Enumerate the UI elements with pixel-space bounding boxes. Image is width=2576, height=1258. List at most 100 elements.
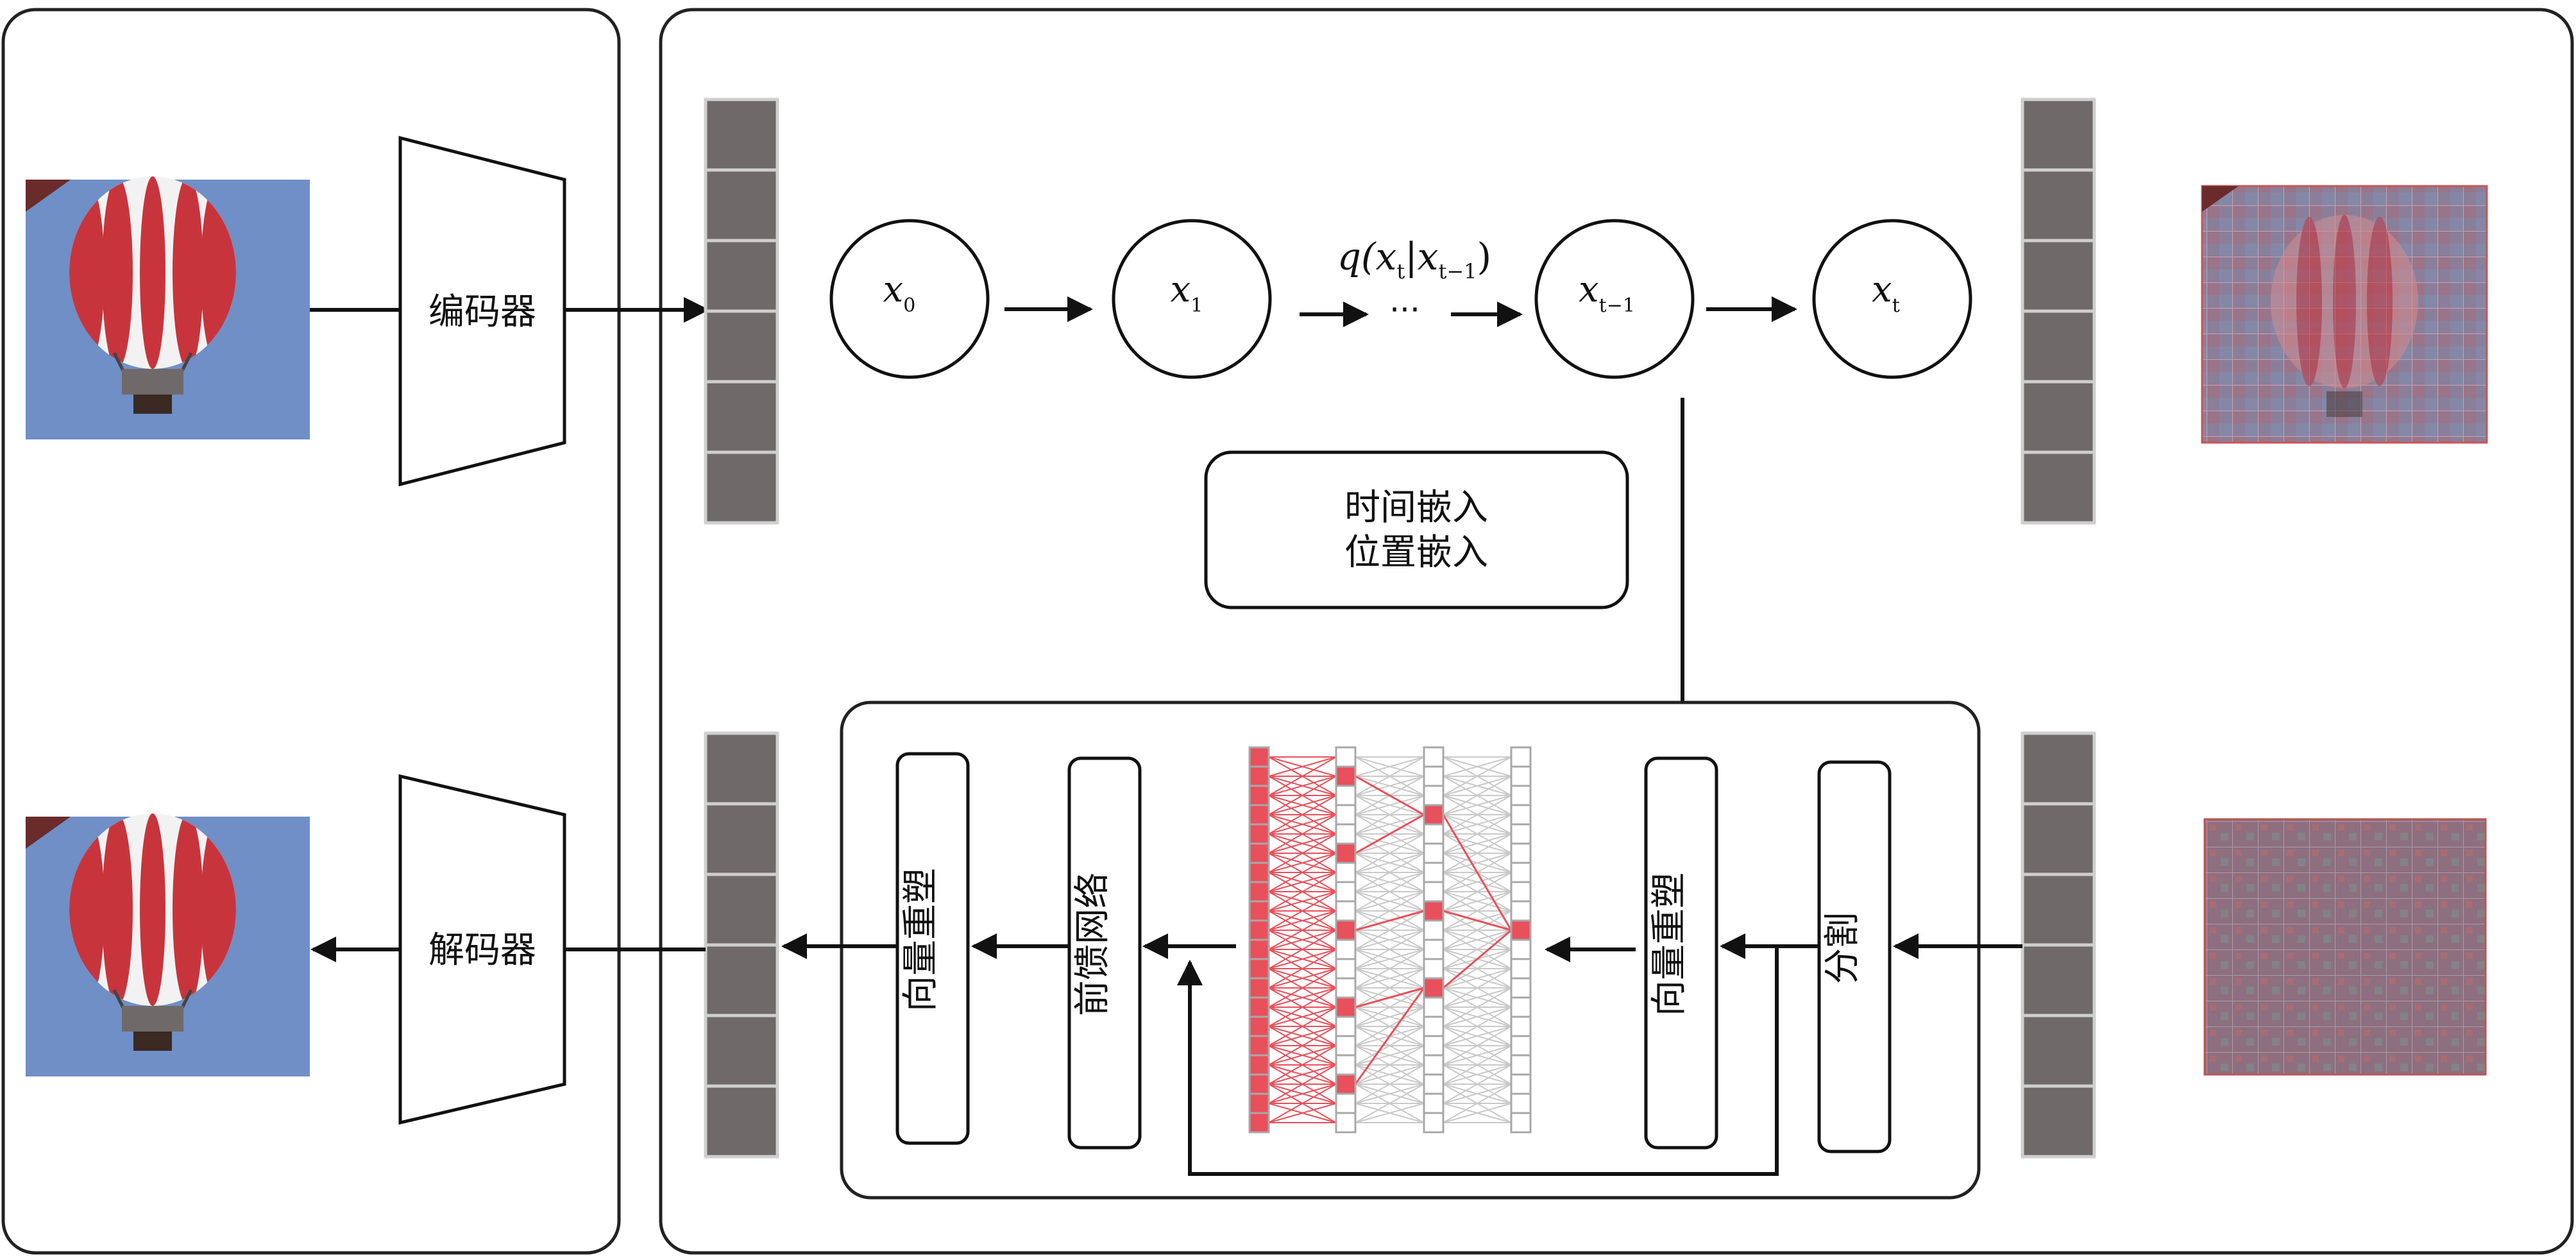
attention-cell bbox=[1423, 919, 1445, 941]
attention-cell bbox=[1335, 939, 1357, 960]
svg-text:向量重塑: 向量重塑 bbox=[1648, 872, 1690, 1016]
attention-cell bbox=[1423, 862, 1445, 883]
attention-cell bbox=[1423, 1092, 1445, 1114]
latent-tokens-top-right bbox=[2021, 98, 2096, 525]
vector-reshape-right-box: 向量重塑 bbox=[1644, 756, 1718, 1150]
attention-cell bbox=[1510, 977, 1532, 999]
attention-cell bbox=[1335, 1054, 1357, 1076]
attention-cell bbox=[1335, 823, 1357, 845]
residual-connection bbox=[1177, 946, 1779, 1176]
attention-cell bbox=[1248, 804, 1270, 826]
attention-cell bbox=[1248, 977, 1270, 999]
attention-cell bbox=[1248, 862, 1270, 883]
attention-cell bbox=[1335, 804, 1357, 826]
input-balloon-image bbox=[26, 176, 310, 439]
attention-cell bbox=[1510, 996, 1532, 1018]
attention-cell bbox=[1335, 900, 1357, 922]
attention-cell bbox=[1423, 977, 1445, 999]
attention-cell bbox=[1335, 765, 1357, 787]
attention-cell bbox=[1248, 881, 1270, 903]
attention-cell bbox=[1510, 900, 1532, 922]
attention-cell bbox=[1248, 823, 1270, 845]
attention-cell bbox=[1510, 804, 1532, 826]
attention-cell bbox=[1423, 996, 1445, 1018]
attention-cell bbox=[1423, 804, 1445, 826]
attention-cell bbox=[1248, 900, 1270, 922]
attention-cell bbox=[1248, 939, 1270, 960]
attention-cell bbox=[1335, 1016, 1357, 1037]
decoder-label: 解码器 bbox=[428, 930, 536, 971]
embedding-box: 时间嵌入 位置嵌入 bbox=[1204, 450, 1629, 609]
noisy-balloon-image bbox=[2201, 185, 2488, 444]
attention-cell bbox=[1335, 1073, 1357, 1095]
attention-cell bbox=[1248, 1073, 1270, 1095]
attention-cell bbox=[1423, 823, 1445, 845]
attention-cell bbox=[1423, 746, 1445, 768]
encoder-shape bbox=[398, 135, 566, 487]
attention-cell bbox=[1335, 1112, 1357, 1134]
attention-cell bbox=[1248, 996, 1270, 1018]
attention-cell bbox=[1423, 765, 1445, 787]
attention-cell bbox=[1510, 881, 1532, 903]
attention-cell bbox=[1248, 1016, 1270, 1037]
svg-text:时间嵌入: 时间嵌入 bbox=[1344, 487, 1488, 529]
attention-cell bbox=[1423, 1016, 1445, 1037]
node-xt: xt bbox=[1812, 219, 1972, 379]
svg-text:xt: xt bbox=[1872, 269, 1900, 317]
output-balloon-image bbox=[26, 813, 310, 1076]
attention-cell bbox=[1510, 939, 1532, 960]
attention-network bbox=[1248, 746, 1532, 1134]
attention-cell bbox=[1510, 862, 1532, 883]
attention-cell bbox=[1510, 823, 1532, 845]
attention-cell bbox=[1510, 1092, 1532, 1114]
attention-cell bbox=[1423, 900, 1445, 922]
svg-text:分割: 分割 bbox=[1822, 912, 1863, 984]
attention-cell bbox=[1423, 842, 1445, 864]
attention-cell bbox=[1510, 1035, 1532, 1057]
svg-text:xt−1: xt−1 bbox=[1579, 269, 1635, 317]
attention-cell bbox=[1248, 785, 1270, 806]
attention-cell bbox=[1423, 1035, 1445, 1057]
node-x1: x1 bbox=[1112, 219, 1272, 379]
attention-cell bbox=[1510, 785, 1532, 806]
svg-text:x0: x0 bbox=[883, 269, 916, 317]
attention-cell bbox=[1510, 1073, 1532, 1095]
latent-tokens-top-left bbox=[704, 98, 779, 525]
attention-cell bbox=[1248, 1035, 1270, 1057]
latent-tokens-bottom-right bbox=[2021, 731, 2096, 1159]
attention-cell bbox=[1248, 1092, 1270, 1114]
latent-tokens-bottom-left bbox=[704, 731, 779, 1159]
decoder-shape bbox=[398, 774, 566, 1125]
node-xt-minus-1: xt−1 bbox=[1534, 219, 1695, 379]
svg-text:位置嵌入: 位置嵌入 bbox=[1344, 532, 1488, 574]
svg-text:x1: x1 bbox=[1171, 269, 1203, 317]
attention-cell bbox=[1423, 958, 1445, 980]
attention-cell bbox=[1335, 862, 1357, 883]
forward-process-label: q(xt|xt−1) bbox=[1337, 235, 1491, 284]
attention-cell bbox=[1510, 765, 1532, 787]
attention-cell bbox=[1335, 785, 1357, 806]
feed-forward-box: 前馈网络 bbox=[1067, 756, 1142, 1150]
attention-cell bbox=[1335, 842, 1357, 864]
attention-cell bbox=[1423, 1054, 1445, 1076]
svg-text:向量重塑: 向量重塑 bbox=[900, 868, 942, 1012]
attention-cell bbox=[1335, 919, 1357, 941]
attention-cell bbox=[1335, 881, 1357, 903]
split-box: 分割 bbox=[1817, 760, 1892, 1153]
attention-cell bbox=[1510, 958, 1532, 980]
attention-cell bbox=[1335, 958, 1357, 980]
attention-cell bbox=[1510, 842, 1532, 864]
attention-cell bbox=[1248, 919, 1270, 941]
attention-cell bbox=[1335, 996, 1357, 1018]
attention-cell bbox=[1248, 842, 1270, 864]
vector-reshape-left-box: 向量重塑 bbox=[895, 752, 970, 1145]
attention-cell bbox=[1248, 746, 1270, 768]
attention-cell bbox=[1423, 881, 1445, 903]
encoder-label: 编码器 bbox=[428, 291, 536, 333]
node-x0: x0 bbox=[829, 219, 990, 379]
attention-cell bbox=[1423, 939, 1445, 960]
svg-text:前馈网络: 前馈网络 bbox=[1072, 872, 1114, 1016]
attention-cell bbox=[1510, 919, 1532, 941]
ellipsis: ··· bbox=[1389, 291, 1420, 328]
